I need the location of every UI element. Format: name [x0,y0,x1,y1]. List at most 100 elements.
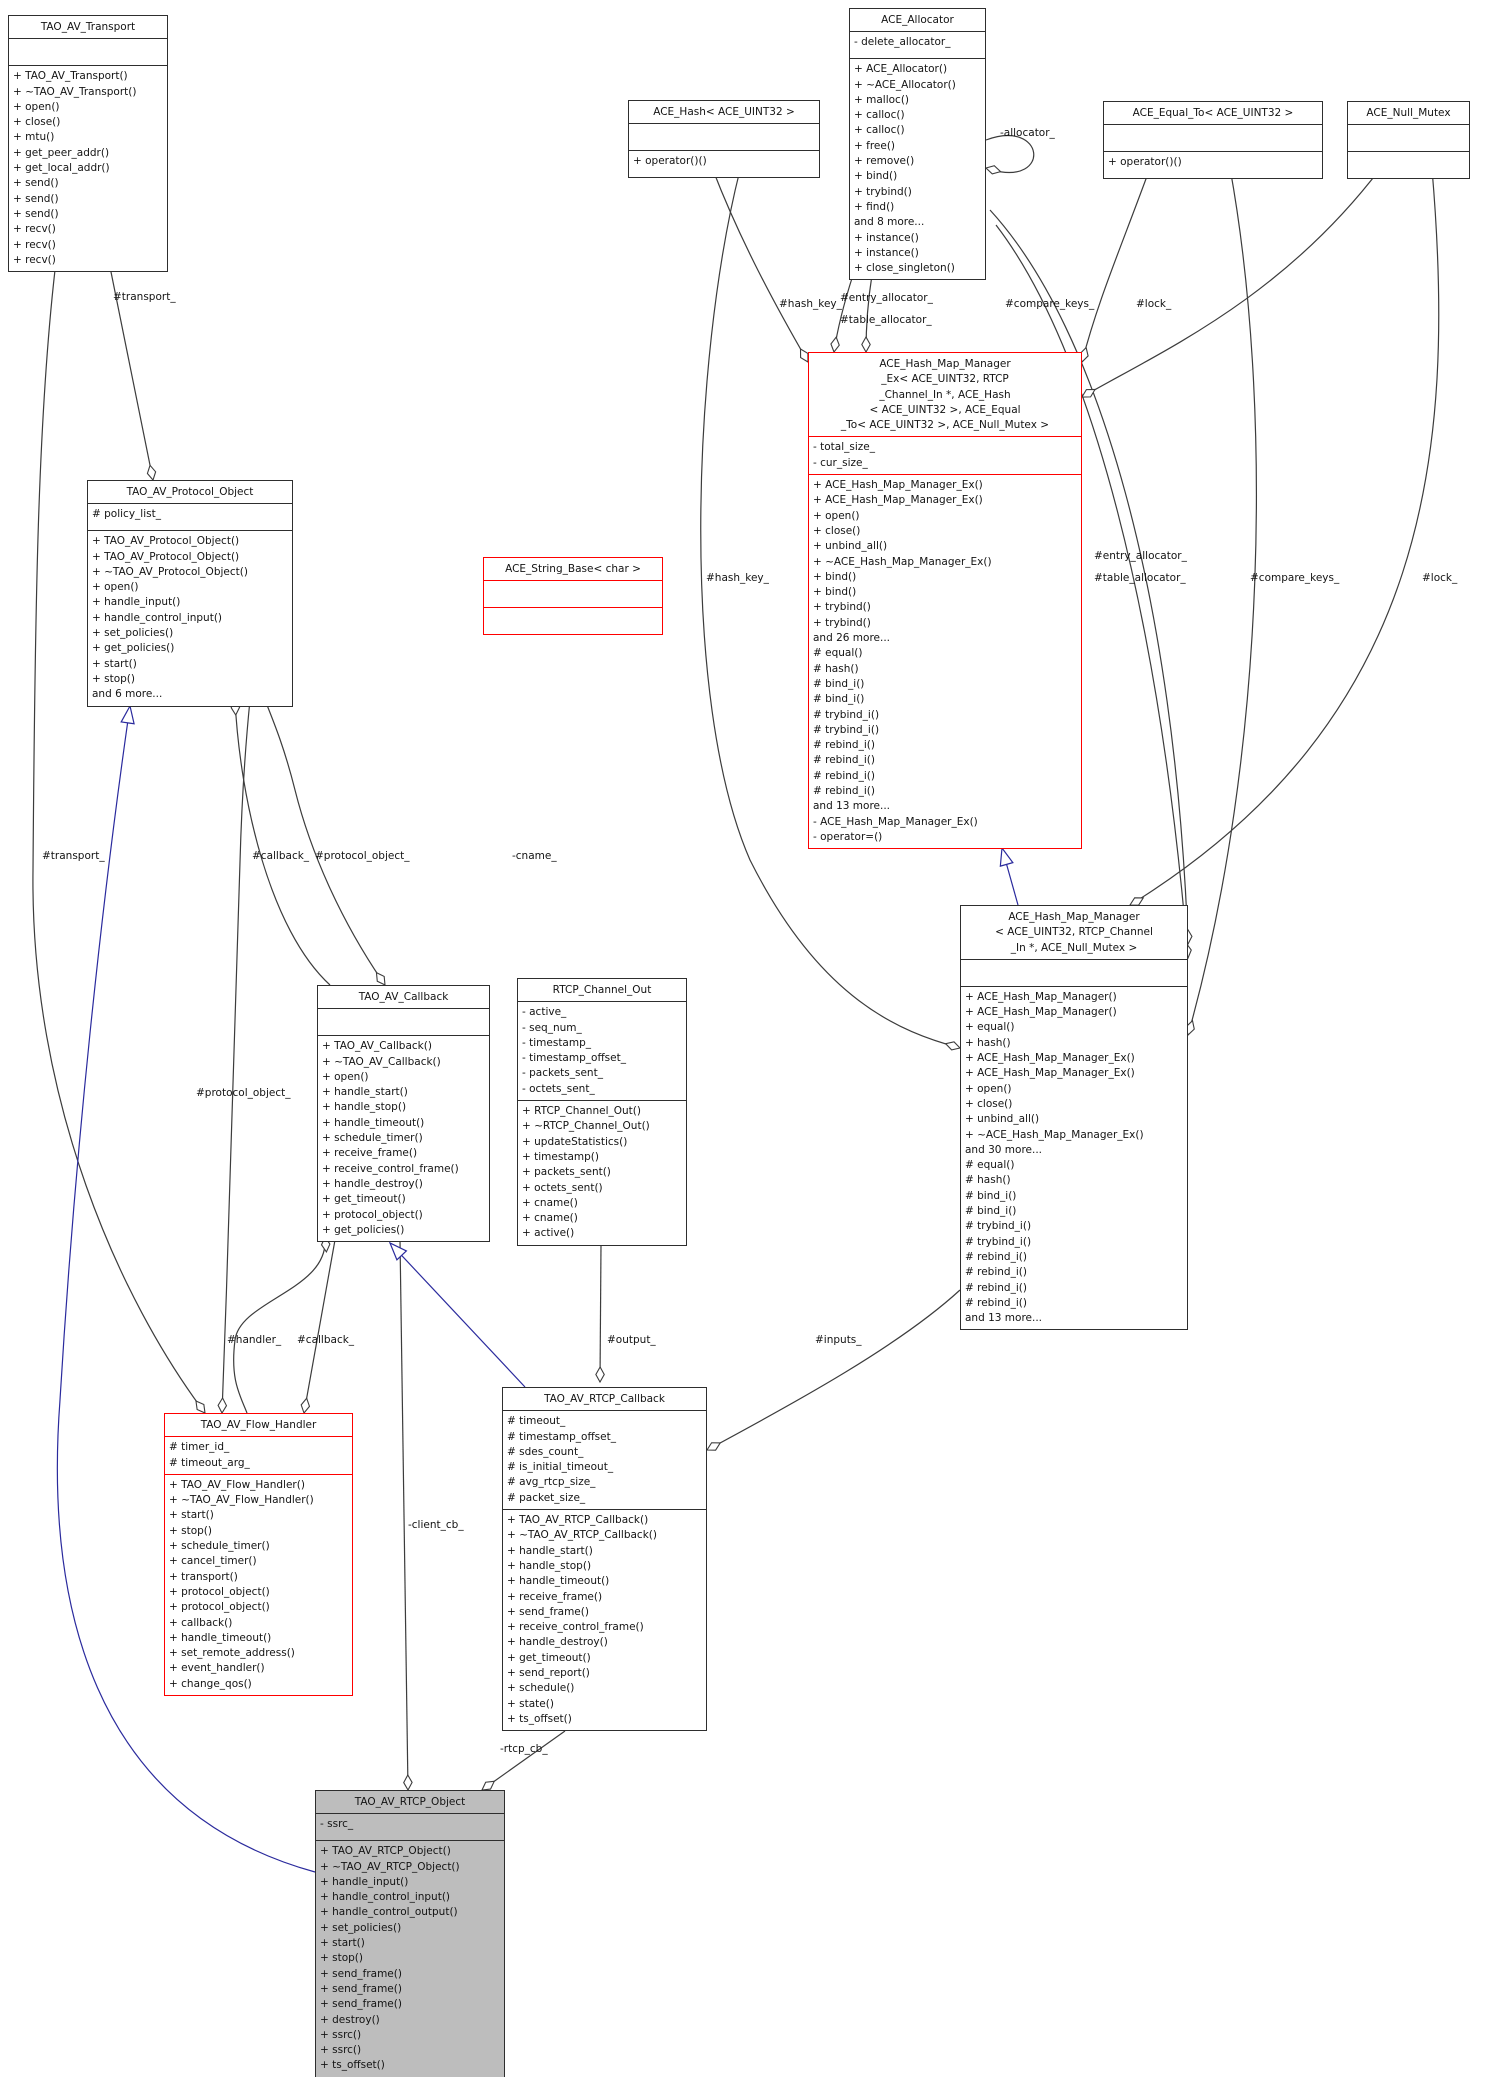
member-line: + handle_stop() [322,1101,407,1114]
member-line: + ssrc() [320,2044,362,2057]
member-line: # packet_size_ [507,1491,586,1504]
class-tao-av-flow-handler[interactable]: TAO_AV_Flow_Handler # timer_id_# timeout… [164,1413,353,1697]
class-tao-av-rtcp-object[interactable]: TAO_AV_RTCP_Object - ssrc_ + TAO_AV_RTCP… [315,1790,505,2077]
member-line: + recv() [13,238,56,251]
member-line: + TAO_AV_Protocol_Object() [92,535,240,548]
member-line: ACE_Hash_Map_Manager [1008,911,1140,923]
member-line: + handle_control_output() [320,1906,458,1919]
edge-inputs [706,1289,961,1451]
member-line: + send_report() [507,1667,590,1680]
class-ace-string-base[interactable]: ACE_String_Base< char > [483,557,663,636]
member-line: + ssrc() [320,2028,362,2041]
member-line: + get_policies() [322,1223,405,1236]
member-line: - timestamp_offset_ [522,1052,626,1065]
class-rtcp-channel-out[interactable]: RTCP_Channel_Out - active_- seq_num_- ti… [517,978,687,1246]
member-line: + ~TAO_AV_RTCP_Callback() [507,1529,657,1542]
class-title: ACE_Equal_To< ACE_UINT32 > [1104,102,1322,124]
edge-label-compare-keys-lower: #compare_keys_ [1250,572,1340,584]
class-title: ACE_Allocator [850,9,985,31]
edge-label-transport-upper: #transport_ [113,291,176,303]
member-line: + stop() [169,1524,213,1537]
member-line: + handle_start() [507,1544,593,1557]
member-line: + ACE_Hash_Map_Manager_Ex() [965,1067,1135,1080]
member-line: + receive_frame() [322,1147,418,1160]
member-line: and 8 more... [854,216,925,229]
class-ace-hash-map-manager-ex[interactable]: ACE_Hash_Map_Manager_Ex< ACE_UINT32, RTC… [808,352,1082,850]
member-line: + send_frame() [320,1982,402,1995]
diamond [706,1442,722,1451]
member-line: + handle_destroy() [507,1636,608,1649]
member-line: # trybind_i() [813,723,880,736]
member-line: + send_frame() [320,1998,402,2011]
member-line: + handle_control_input() [92,611,223,624]
edge-handler [233,1236,326,1414]
edge-client-cb [399,1239,409,1791]
edge-label-cname: -cname_ [512,850,557,862]
attributes-compartment [629,123,819,150]
methods-compartment: + TAO_AV_RTCP_Callback()+ ~TAO_AV_RTCP_C… [503,1509,706,1730]
class-ace-equal-to[interactable]: ACE_Equal_To< ACE_UINT32 > + operator()(… [1103,101,1323,180]
class-tao-av-transport[interactable]: TAO_AV_Transport + TAO_AV_Transport()+ ~… [8,15,168,273]
member-line: + cname() [522,1196,578,1209]
member-line: + set_policies() [320,1921,402,1934]
member-line: + start() [92,657,137,670]
member-line: + free() [854,139,896,152]
edge-label-entry-allocator-upper: #entry_allocator_ [840,292,933,304]
member-line: + open() [813,509,860,522]
member-line: - ssrc_ [320,1818,354,1831]
class-ace-null-mutex[interactable]: ACE_Null_Mutex [1347,101,1470,180]
methods-compartment: + RTCP_Channel_Out()+ ~RTCP_Channel_Out(… [518,1100,686,1245]
edge-protocol-object-left [221,699,251,1414]
diamond [146,464,157,482]
edge-callback-lower [303,1239,336,1414]
attributes-compartment [318,1008,489,1035]
member-line: + ACE_Hash_Map_Manager() [965,1006,1117,1019]
member-line: ACE_Equal_To< ACE_UINT32 > [1132,107,1294,119]
class-title: ACE_String_Base< char > [484,558,662,580]
methods-compartment: + TAO_AV_Protocol_Object()+ TAO_AV_Proto… [88,530,292,705]
member-line: + handle_start() [322,1086,408,1099]
class-tao-av-rtcp-callback[interactable]: TAO_AV_RTCP_Callback # timeout_# timesta… [502,1387,707,1732]
diamond [403,1773,413,1792]
member-line: + get_timeout() [322,1193,406,1206]
attributes-compartment: - active_- seq_num_- timestamp_- timesta… [518,1001,686,1100]
member-line: + state() [507,1697,554,1710]
class-title: TAO_AV_Protocol_Object [88,481,292,503]
edge-label-handler: #handler_ [227,1334,282,1346]
methods-compartment: + TAO_AV_Callback() + ~TAO_AV_Callback() +… [318,1035,489,1241]
member-line: + ACE_Hash_Map_Manager_Ex() [813,494,983,507]
class-title: TAO_AV_Flow_Handler [165,1414,352,1436]
member-line: + updateStatistics() [522,1135,628,1148]
member-line: + transport() [169,1570,238,1583]
edge-label-hash-key-upper: #hash_key_ [779,298,842,310]
member-line: < ACE_UINT32 >, ACE_Equal [869,403,1021,416]
class-title: ACE_Null_Mutex [1348,102,1469,124]
class-tao-av-callback[interactable]: TAO_AV_Callback + TAO_AV_Callback() + ~TA… [317,985,490,1243]
edge-label-inputs: #inputs_ [815,1334,862,1346]
member-line: TAO_AV_Callback [358,991,449,1003]
class-ace-allocator[interactable]: ACE_Allocator - delete_allocator_ + ACE_… [849,8,986,281]
class-ace-hash[interactable]: ACE_Hash< ACE_UINT32 > + operator()() [628,100,820,179]
member-line: # bind_i() [965,1189,1017,1202]
member-line: ACE_Hash_Map_Manager [879,358,1011,370]
member-line: + ACE_Hash_Map_Manager_Ex() [813,479,983,492]
attributes-compartment [961,958,1187,986]
member-line: _In *, ACE_Null_Mutex > [1010,941,1138,954]
methods-compartment: + TAO_AV_Flow_Handler()+ ~TAO_AV_Flow_Ha… [165,1473,352,1695]
member-line: ACE_Allocator [881,14,954,26]
member-line: + ~TAO_AV_Flow_Handler() [169,1494,314,1507]
member-line: + ~TAO_AV_Callback() [322,1055,441,1068]
member-line: + change_qos() [169,1677,252,1690]
member-line: - ACE_Hash_Map_Manager_Ex() [813,815,978,828]
member-line: + TAO_AV_Transport() [13,70,128,83]
class-ace-hash-map-manager[interactable]: ACE_Hash_Map_Manager< ACE_UINT32, RTCP_C… [960,905,1188,1331]
class-title: TAO_AV_RTCP_Callback [503,1388,706,1410]
edge-label-callback-mid: #callback_ [252,850,310,862]
member-line: + TAO_AV_Callback() [322,1040,432,1053]
member-line: + close_singleton() [854,262,955,275]
member-line: + close() [813,524,861,537]
class-tao-av-protocol-object[interactable]: TAO_AV_Protocol_Object # policy_list_ + … [87,480,293,707]
class-title: ACE_Hash< ACE_UINT32 > [629,101,819,123]
member-line: + get_peer_addr() [13,146,110,159]
